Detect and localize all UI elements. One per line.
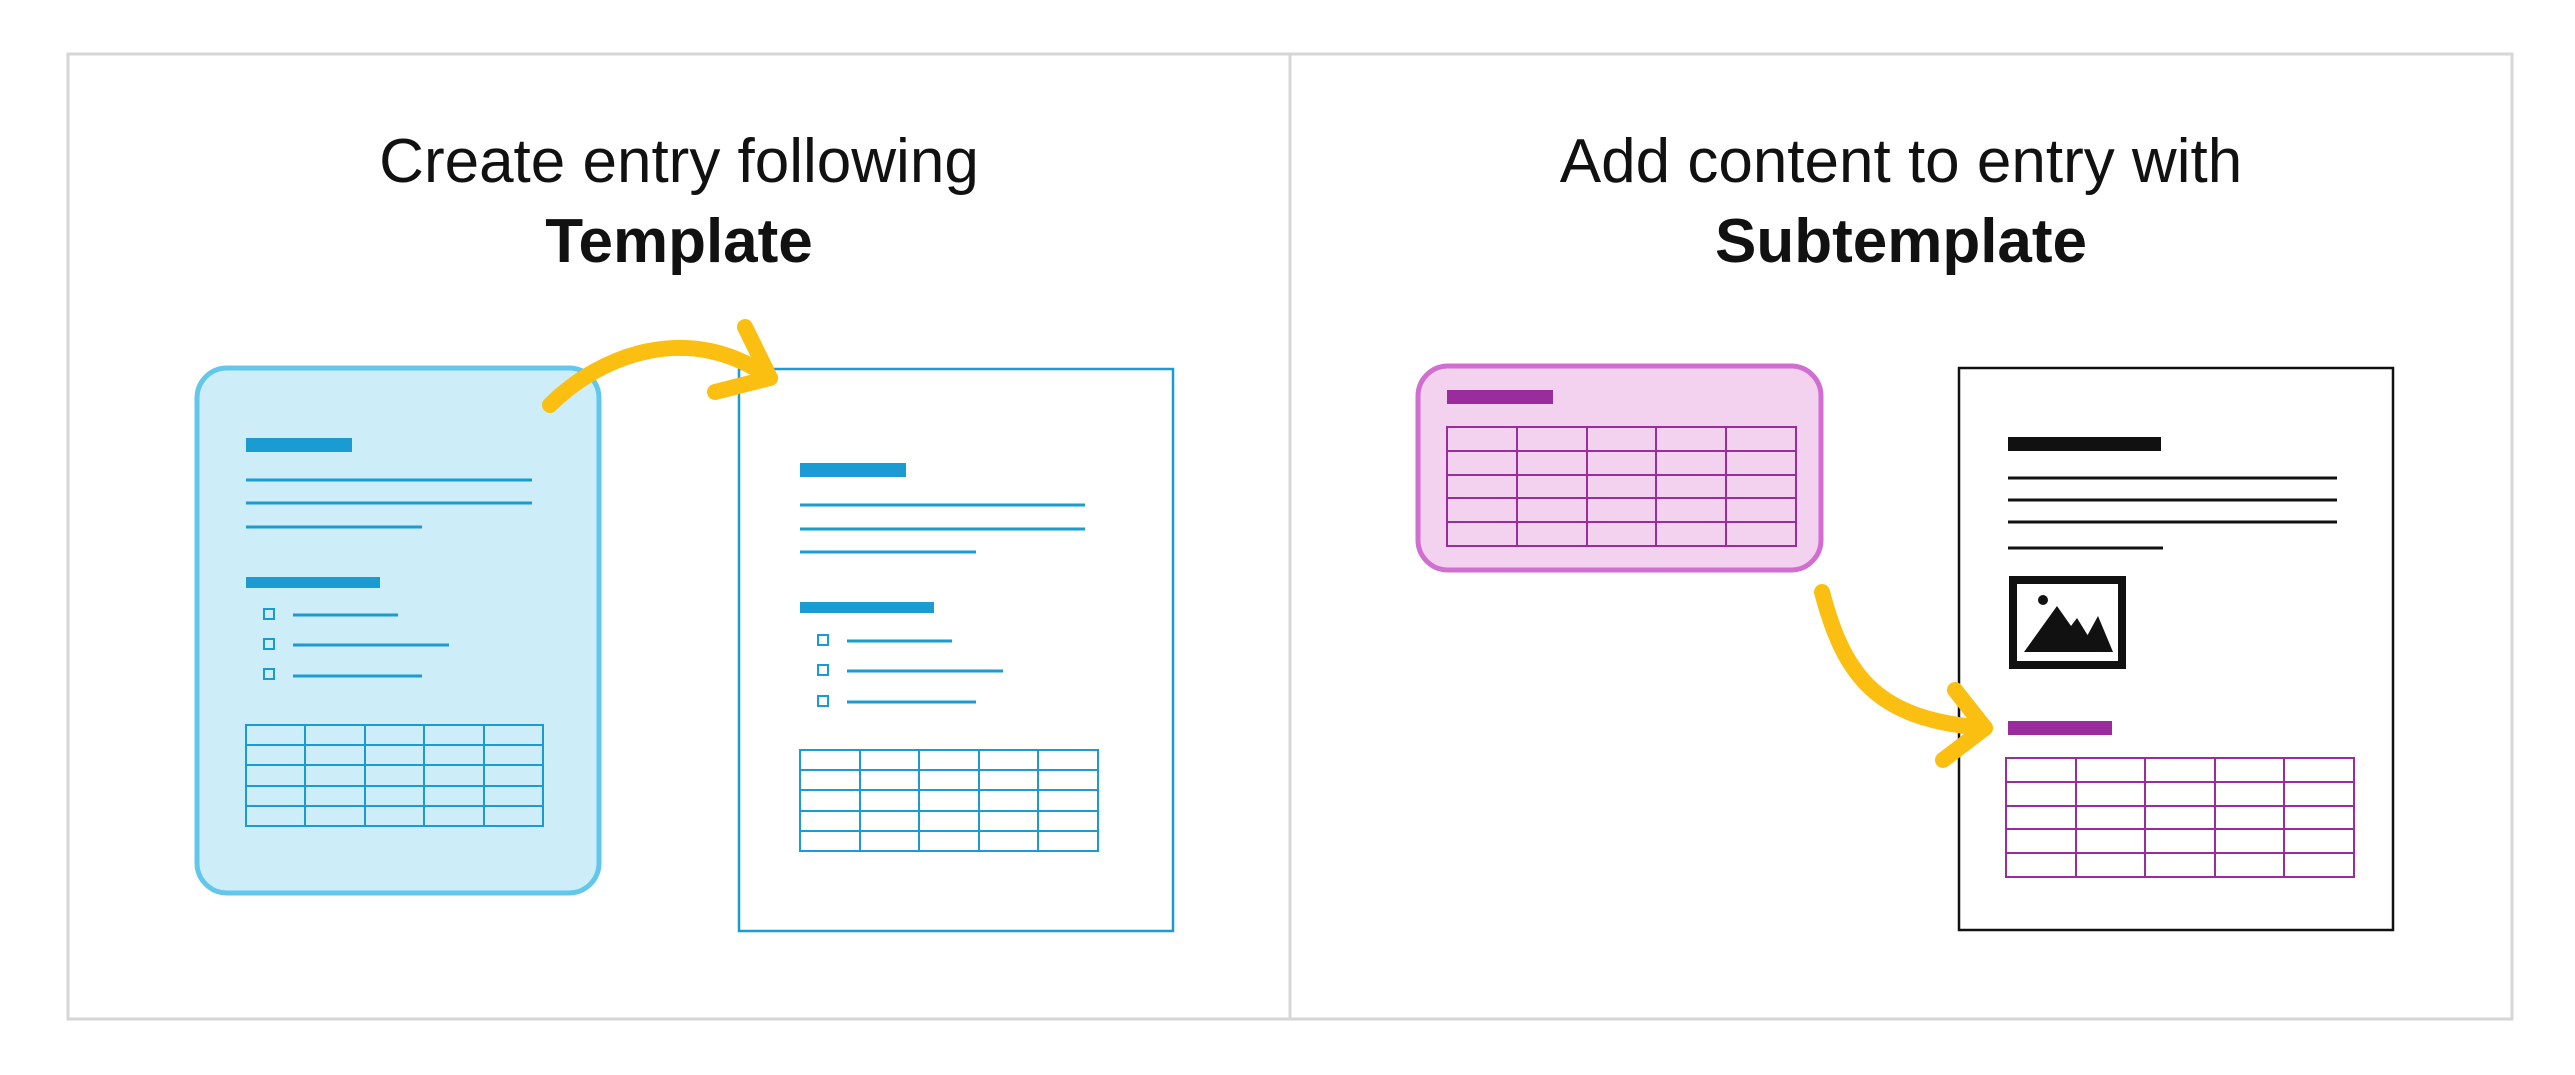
inserted-table [2005, 757, 2355, 878]
entry-heading-bar [800, 463, 906, 477]
panel-title-subtemplate: Add content to entry with Subtemplate [1290, 122, 2512, 282]
panel-title-line2: Template [545, 207, 813, 276]
subtemplate-heading-bar [1447, 390, 1553, 404]
template-card [194, 365, 602, 896]
new-entry-document [737, 367, 1175, 933]
inserted-heading-bar [2008, 721, 2112, 735]
template-heading-bar [246, 438, 352, 452]
subtemplate-table [1446, 426, 1797, 547]
template-table [245, 724, 544, 827]
template-subheading-bar [246, 577, 380, 588]
curved-arrow-icon [1814, 584, 1993, 768]
existing-entry-document [1957, 366, 2395, 932]
existing-heading-bar [2008, 437, 2161, 451]
panel-title-line1: Create entry following [379, 127, 979, 196]
entry-subheading-bar [800, 602, 934, 613]
panel-title-line2: Subtemplate [1714, 207, 2088, 276]
curved-arrow-icon [542, 319, 778, 413]
image-icon [2009, 576, 2126, 669]
entry-table [799, 749, 1099, 852]
panel-title-line1: Add content to entry with [1559, 127, 2243, 196]
panel-title-template: Create entry following Template [68, 122, 1290, 282]
subtemplate-card [1415, 363, 1824, 573]
